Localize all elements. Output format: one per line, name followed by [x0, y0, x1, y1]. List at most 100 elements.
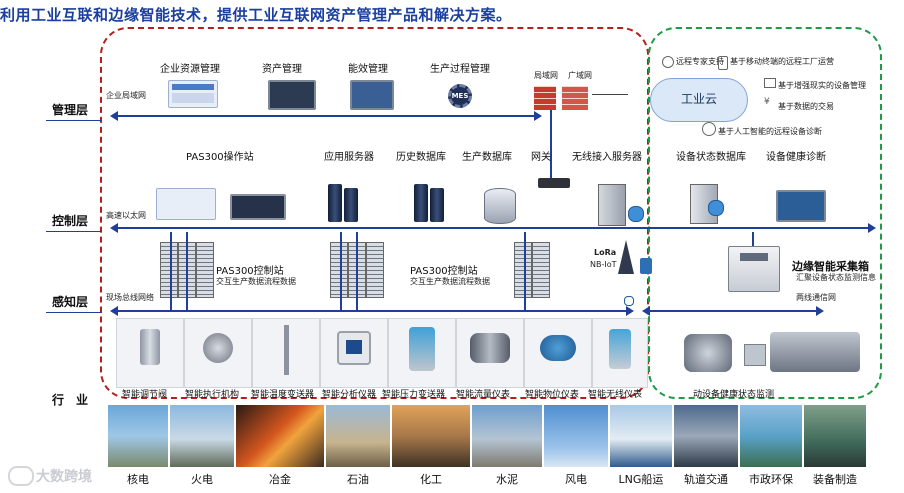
layer-label-management: 管理层 [52, 101, 88, 118]
bus-arrow-right-icon [626, 306, 634, 316]
instrument-label-analyzer: 智能分析仪器 [322, 387, 376, 400]
app-server-image [344, 188, 358, 222]
instrument-label-pressure: 智能压力变送器 [382, 387, 445, 400]
lora-label: LoRa [594, 248, 616, 257]
industry-image-metallurgy [236, 405, 324, 467]
cloud-data-trade: 基于数据的交易 [778, 101, 834, 112]
high-speed-ethernet-label: 高速以太网 [106, 210, 146, 221]
instrument-card-analyzer [320, 318, 388, 388]
cloud-mobile-ops: 基于移动终端的远程工厂运营 [730, 56, 834, 67]
control-rack-image [160, 242, 178, 298]
motor-image [684, 334, 732, 372]
instrument-card-pressure [388, 318, 456, 388]
enterprise-lan-label: 企业局域网 [106, 90, 146, 101]
control-station-1-title: PAS300控制站 [216, 262, 284, 277]
wireless-net-label: 两线通信网 [796, 292, 836, 303]
control-station-2-title: PAS300控制站 [410, 262, 478, 277]
industry-image-rail [674, 405, 738, 467]
industrial-cloud: 工业云 [650, 78, 748, 122]
globe-icon [708, 200, 724, 216]
layer-separator [46, 231, 102, 232]
industry-label-municipal: 市政环保 [740, 471, 802, 487]
app-label-erp: 企业资源管理 [160, 60, 220, 75]
industry-label-wind: 风电 [544, 471, 608, 487]
instrument-card-valve [116, 318, 184, 388]
industry-label-rail: 轨道交通 [674, 471, 738, 487]
bus-arrow-left-icon [110, 111, 118, 121]
instrument-label-valve: 智能调节阀 [122, 387, 167, 400]
ai-diagnosis-icon [702, 122, 716, 136]
industry-label-metallurgy: 冶金 [236, 471, 324, 487]
bus-arrow-right-icon [534, 111, 542, 121]
layer-label-industry: 行 业 [52, 391, 88, 408]
industry-image-petroleum [326, 405, 390, 467]
wan-signal-icon [592, 94, 628, 103]
page-title: 利用工业互联和边缘智能技术，提供工业互联网资产管理产品和解决方案。 [0, 4, 512, 25]
gateway-uplink [550, 110, 552, 180]
control-rack-image [532, 242, 550, 298]
radio-tower-icon [618, 240, 634, 274]
bus-arrow-left-icon [110, 306, 118, 316]
coupling-image [744, 344, 766, 366]
industry-label-thermal: 火电 [170, 471, 234, 487]
control-station-2-subtitle: 交互生产数据流程数据 [410, 276, 490, 287]
watermark-logo-icon [8, 466, 34, 486]
network-drop [752, 232, 754, 246]
history-db-server-image [430, 188, 444, 222]
yen-icon: ¥ [764, 98, 773, 107]
industry-image-equipment [804, 405, 866, 467]
energy-mgmt-monitor-image [350, 80, 394, 110]
pas300-station-label: PAS300操作站 [186, 148, 254, 163]
instrument-label-flow: 智能流量仪表 [456, 387, 510, 400]
industry-label-lng: LNG船运 [610, 471, 672, 487]
server-label-app: 应用服务器 [324, 148, 374, 163]
server-label-wireless: 无线接入服务器 [572, 148, 642, 163]
nbiot-label: NB-IoT [590, 260, 617, 269]
industry-image-thermal [170, 405, 234, 467]
industry-label-cement: 水泥 [472, 471, 542, 487]
industry-label-petroleum: 石油 [326, 471, 390, 487]
cloud-remote-support: 远程专家支持 [676, 56, 724, 67]
app-label-process: 生产过程管理 [430, 60, 490, 75]
mobile-base-icon [640, 258, 652, 274]
industry-label-nuclear: 核电 [108, 471, 168, 487]
instrument-label-actuator: 智能执行机构 [185, 387, 239, 400]
server-label-status-db: 设备状态数据库 [676, 148, 746, 163]
industry-label-chemical: 化工 [392, 471, 470, 487]
cloud-onsite-mgmt: 基于增强现实的设备管理 [778, 80, 866, 91]
network-drop [356, 232, 358, 310]
ar-glasses-icon [764, 78, 776, 88]
network-drop [524, 232, 526, 310]
layer-separator [46, 120, 102, 121]
firewall-wan-icon [562, 86, 588, 110]
instrument-card-level [524, 318, 592, 388]
globe-icon [628, 206, 644, 222]
server-label-production: 生产数据库 [462, 148, 512, 163]
industry-label-equipment: 装备制造 [804, 471, 866, 487]
gateway-device-image [538, 178, 570, 188]
expert-icon [662, 56, 674, 68]
server-label-history: 历史数据库 [396, 148, 446, 163]
control-rack-image [196, 242, 214, 298]
bus-arrow-left-icon [110, 223, 118, 233]
network-drop [170, 232, 172, 310]
bus-arrow-right-icon [868, 223, 876, 233]
mes-gear-icon: MES [448, 84, 472, 108]
mobile-icon [718, 56, 728, 70]
bus-arrow-left-icon [642, 306, 650, 316]
field-bus-label: 现场总线网络 [106, 292, 154, 303]
high-speed-ethernet-bus [118, 227, 870, 229]
watermark-text: 大数跨境 [36, 466, 92, 486]
layer-separator [46, 312, 102, 313]
industry-image-chemical [392, 405, 470, 467]
mes-label: MES [451, 87, 469, 105]
instrument-card-flow [456, 318, 524, 388]
wireless-server-image [598, 184, 626, 226]
control-rack-image [330, 242, 348, 298]
two-wire-bus [650, 310, 818, 312]
wifi-icon [624, 296, 634, 306]
instrument-label-level: 智能物位仪表 [525, 387, 579, 400]
layer-label-sensing: 感知层 [52, 293, 88, 310]
edge-collector-box-image [728, 246, 780, 292]
pump-skid-image [770, 332, 860, 372]
